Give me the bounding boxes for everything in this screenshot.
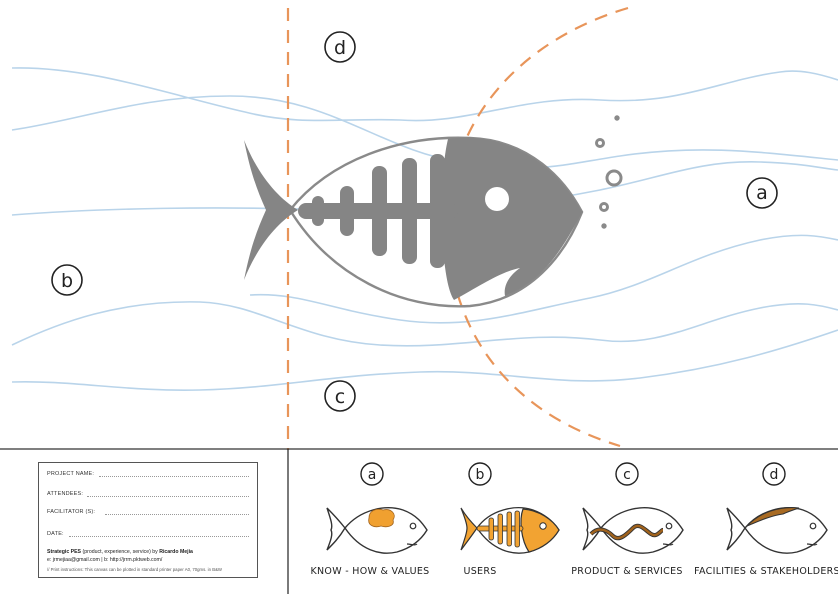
- contact-line: e: jrmejiaa@gmail.com | b: http://jrrm.p…: [47, 557, 163, 563]
- attendees-field[interactable]: ATTENDEES:: [47, 485, 249, 499]
- legend-caption-facilities: FACILITIES & STAKEHOLDERS: [694, 566, 838, 577]
- print-instructions: // Print instructions: This canvas can b…: [47, 567, 222, 572]
- legend-fish-users-icon: [460, 507, 560, 554]
- attendees-line: [87, 496, 249, 497]
- fish-skeleton-illustration: [244, 136, 584, 308]
- project-name-line: [99, 476, 249, 477]
- legend-fish-facilities-icon: [726, 507, 828, 554]
- date-label: DATE:: [47, 531, 64, 537]
- water-lines: [11, 67, 838, 392]
- facilitator-line: [105, 514, 249, 515]
- project-name-label: PROJECT NAME:: [47, 471, 95, 477]
- legend-caption-users: USERS: [463, 566, 497, 577]
- marker-a: a: [756, 182, 768, 204]
- legend-marker-a: a: [368, 467, 377, 483]
- legend-caption-product-services: PRODUCT & SERVICES: [571, 566, 683, 577]
- fish-rib: [312, 196, 324, 226]
- fish-rib: [340, 186, 354, 236]
- date-field[interactable]: DATE:: [47, 525, 249, 539]
- canvas-markers: [51, 31, 778, 412]
- credit-line: Strategic PES (product, experience, serv…: [47, 549, 251, 556]
- legend-marker-d: d: [770, 467, 779, 483]
- legend-fish-know-how-icon: [326, 507, 428, 554]
- facilitator-label: FACILITATOR (S):: [47, 509, 96, 515]
- credit-title: Strategic PES: [47, 549, 82, 555]
- bubbles: [595, 115, 623, 229]
- marker-c: c: [335, 386, 345, 408]
- fish-rib: [430, 154, 445, 268]
- fish-eye: [485, 187, 509, 211]
- legend-fish-product-services-icon: [582, 507, 684, 554]
- fish-rib: [402, 158, 417, 264]
- marker-b: b: [61, 270, 73, 292]
- fish-rib: [372, 166, 387, 256]
- facilitator-field[interactable]: FACILITATOR (S):: [47, 503, 249, 517]
- project-info-card: PROJECT NAME: ATTENDEES: FACILITATOR (S)…: [38, 462, 258, 578]
- credit-title-rest: (product, experience, service) by: [82, 549, 158, 555]
- legend-marker-c: c: [623, 467, 631, 483]
- credit-author: Ricardo Mejia: [159, 549, 193, 555]
- legend-caption-know-how: KNOW - HOW & VALUES: [310, 566, 430, 577]
- project-name-field[interactable]: PROJECT NAME:: [47, 465, 249, 479]
- fish-head: [441, 137, 582, 300]
- date-line: [69, 536, 249, 537]
- attendees-label: ATTENDEES:: [47, 491, 84, 497]
- legend-marker-b: b: [476, 467, 485, 483]
- marker-d: d: [334, 37, 346, 59]
- fish-tail: [244, 140, 298, 280]
